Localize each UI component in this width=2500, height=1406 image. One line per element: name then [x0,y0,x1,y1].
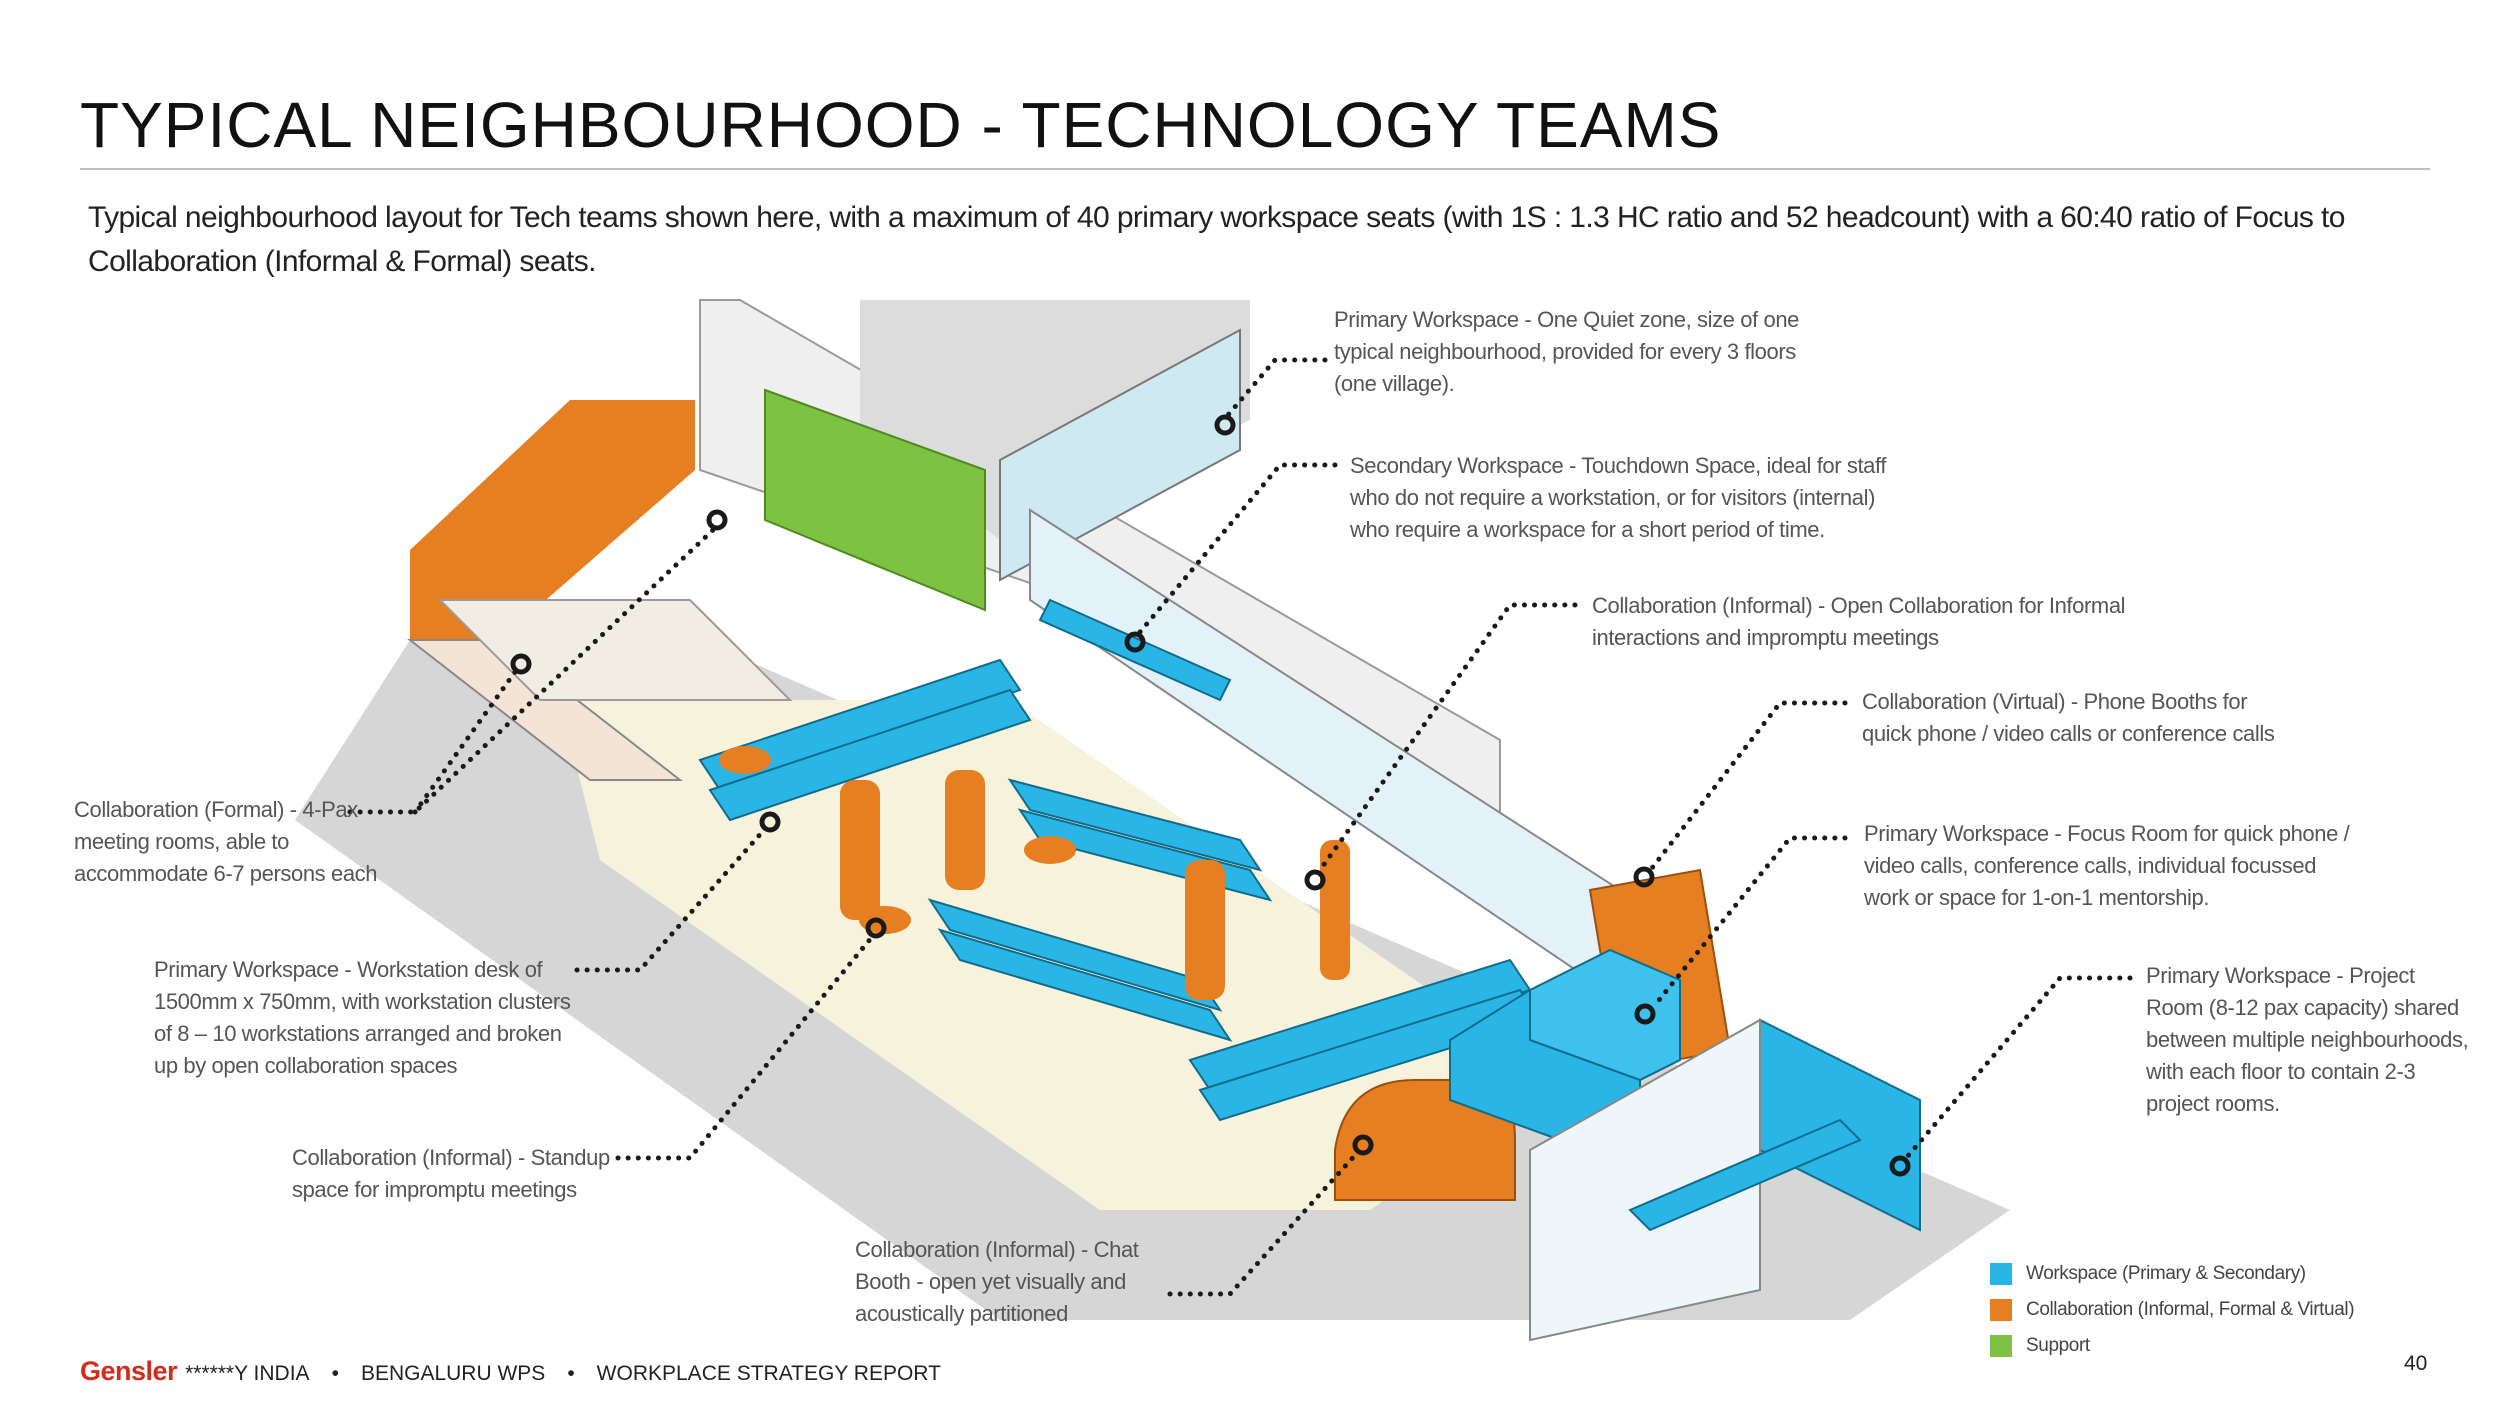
quiet-zone-glass [999,328,1241,582]
circle-marker-icon [1352,1134,1374,1156]
circle-marker-icon [1634,1003,1656,1025]
collab-chair [719,746,771,774]
legend-item-support: Support [1990,1328,2354,1364]
footer-separator: • [567,1362,575,1385]
legend-label: Collaboration (Informal, Formal & Virtua… [2026,1299,2355,1320]
leader-meeting-rooms [347,527,716,815]
intro-text: Typical neighbourhood layout for Tech te… [88,201,2345,278]
leader-workstations [574,827,767,973]
callout-touchdown: Secondary Workspace - Touchdown Space, i… [1350,453,1887,542]
standup-screen [1185,860,1225,1000]
square-swatch-icon [1990,1299,2012,1321]
circle-marker-icon [1214,414,1236,436]
project-room-glass [1529,1018,1761,1342]
footer-report: WORKPLACE STRATEGY REPORT [596,1362,941,1385]
legend-item-workspace: Workspace (Primary & Secondary) [1990,1256,2354,1292]
legend-label: Support [2026,1335,2090,1356]
square-swatch-icon [1990,1263,2012,1285]
title-divider [80,168,2430,170]
collab-chair [1024,836,1076,864]
circle-marker-icon [1304,869,1326,891]
leader-standup [615,934,875,1161]
leader-open-collab [1317,602,1578,873]
standup-screen [1320,840,1350,980]
leader-focus-room [1652,835,1848,1008]
leader-quiet-zone [1225,357,1328,418]
legend-label: Workspace (Primary & Secondary) [2026,1263,2306,1284]
callout-project-room: Primary Workspace - Project Room (8-12 p… [2146,963,2469,1116]
workstation-cluster-3 [927,898,1233,1042]
circle-marker-icon [1889,1155,1911,1177]
callout-workstations: Primary Workspace - Workstation desk of … [154,957,571,1078]
callout-open-collab: Collaboration (Informal) - Open Collabor… [1592,593,2126,650]
callout-focus-room: Primary Workspace - Focus Room for quick… [1864,821,2350,910]
workstation-cluster-1 [698,658,1032,822]
standup-screen [945,770,985,890]
support-lockers [764,388,986,612]
circle-marker-icon [1633,866,1655,888]
standup-screen [840,780,880,920]
footer-client: ******Y INDIA [185,1362,310,1385]
leader-touchdown [1137,462,1338,635]
callout-chat-booth: Collaboration (Informal) - Chat Booth - … [855,1237,1139,1326]
meeting-room-glass [407,639,683,781]
callout-meeting-rooms: Collaboration (Formal) - 4-Pax meeting r… [74,797,378,886]
circle-marker-icon [706,509,728,531]
leader-phone-booths [1649,700,1848,871]
focus-room [1529,948,1681,1082]
circle-marker-icon [1124,631,1146,653]
circle-marker-icon [865,917,887,939]
page-title: TYPICAL NEIGHBOURHOOD - TECHNOLOGY TEAMS [80,89,1722,161]
footer-location: BENGALURU WPS [360,1362,546,1385]
meeting-room-floor [437,599,793,701]
callout-quiet-zone: Primary Workspace - One Quiet zone, size… [1334,307,1799,396]
callout-phone-booths: Collaboration (Virtual) - Phone Booths f… [1862,689,2275,746]
leader-chat-booth [1167,1150,1360,1297]
footer-separator: • [331,1362,339,1385]
brand-logo: Gensler [80,1356,178,1386]
page-number: 40 [2404,1352,2428,1375]
footer: Gensler ******Y INDIA • BENGALURU WPS • … [80,1356,941,1387]
legend: Workspace (Primary & Secondary) Collabor… [1990,1256,2355,1364]
meeting-room-wall-left [410,400,695,640]
circle-marker-icon [759,811,781,833]
circle-marker-icon [510,653,532,675]
leader-meeting-rooms-2 [412,669,518,815]
leader-project-room [1904,975,2133,1160]
callout-standup: Collaboration (Informal) - Standup space… [292,1145,610,1202]
legend-item-collaboration: Collaboration (Informal, Formal & Virtua… [1990,1292,2355,1328]
project-table [1628,1118,1862,1232]
square-swatch-icon [1990,1335,2012,1357]
